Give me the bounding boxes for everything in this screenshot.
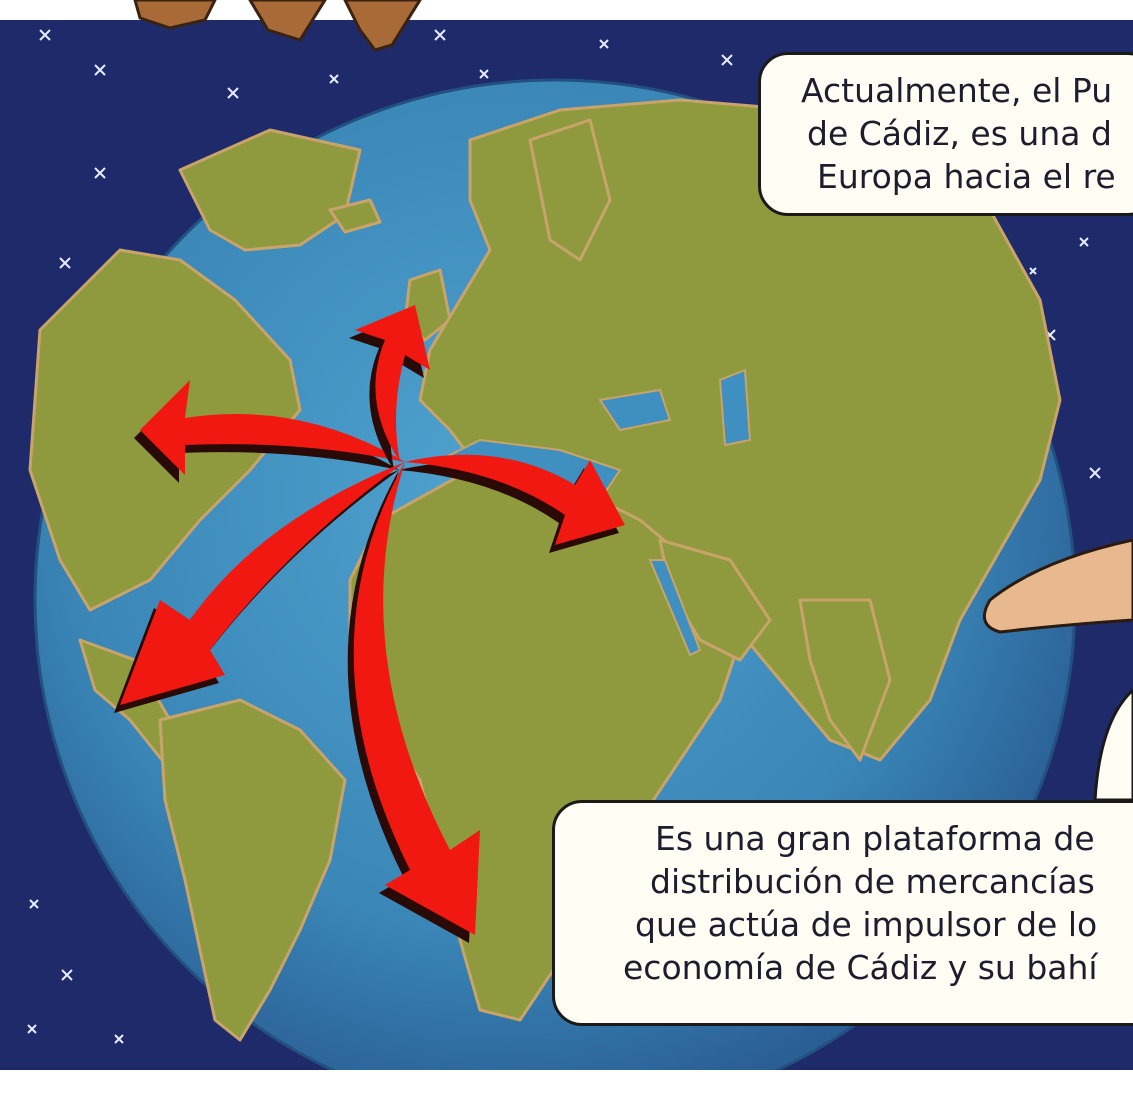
speech-bubble-bottom: Es una gran plataforma de distribución d… (552, 800, 1133, 1026)
india (798, 598, 892, 762)
star (59, 257, 71, 269)
scandinavia (528, 118, 612, 262)
star (329, 74, 339, 84)
bubble-top-line-2: de Cádiz, es una d (807, 114, 1112, 153)
character-shape (1093, 687, 1133, 802)
star (61, 969, 73, 981)
bubble-top-line-1: Actualmente, el Pu (801, 71, 1113, 110)
star (114, 1034, 124, 1044)
bubble-bottom-line-2: distribución de mercancías (650, 862, 1095, 901)
star (1079, 237, 1089, 247)
star (27, 1024, 37, 1034)
star (29, 899, 39, 909)
arrow-to-central-america (114, 462, 405, 713)
arrow-to-europe (349, 305, 430, 470)
star (479, 69, 489, 79)
top-decoration (133, 0, 422, 52)
star (39, 29, 51, 41)
speech-bubble-top: Actualmente, el Pu de Cádiz, es una d Eu… (758, 52, 1133, 216)
star (434, 29, 446, 41)
arrow-to-middle-east (399, 454, 625, 553)
star (227, 87, 239, 99)
stars (27, 29, 1101, 1044)
star (721, 54, 733, 66)
red-sea (648, 559, 702, 657)
pointing-finger (982, 538, 1133, 634)
iceland (328, 198, 382, 234)
star (1029, 267, 1037, 275)
trade-arrows (114, 305, 625, 943)
star (1089, 467, 1101, 479)
bubble-bottom-line-4: economía de Cádiz y su bahí (623, 948, 1098, 987)
south-america (158, 698, 347, 1042)
star (94, 167, 106, 179)
arrow-to-north-america (134, 380, 405, 483)
bubble-top-line-3: Europa hacia el re (817, 157, 1116, 196)
bubble-bottom-line-1: Es una gran plataforma de (655, 819, 1095, 858)
arrow-to-south-africa (347, 462, 480, 943)
caspian-sea (718, 368, 752, 447)
bubble-bottom-line-3: que actúa de impulsor de lo (635, 905, 1098, 944)
black-sea (598, 388, 672, 432)
greenland (178, 128, 362, 252)
star (599, 39, 609, 49)
star (94, 64, 106, 76)
